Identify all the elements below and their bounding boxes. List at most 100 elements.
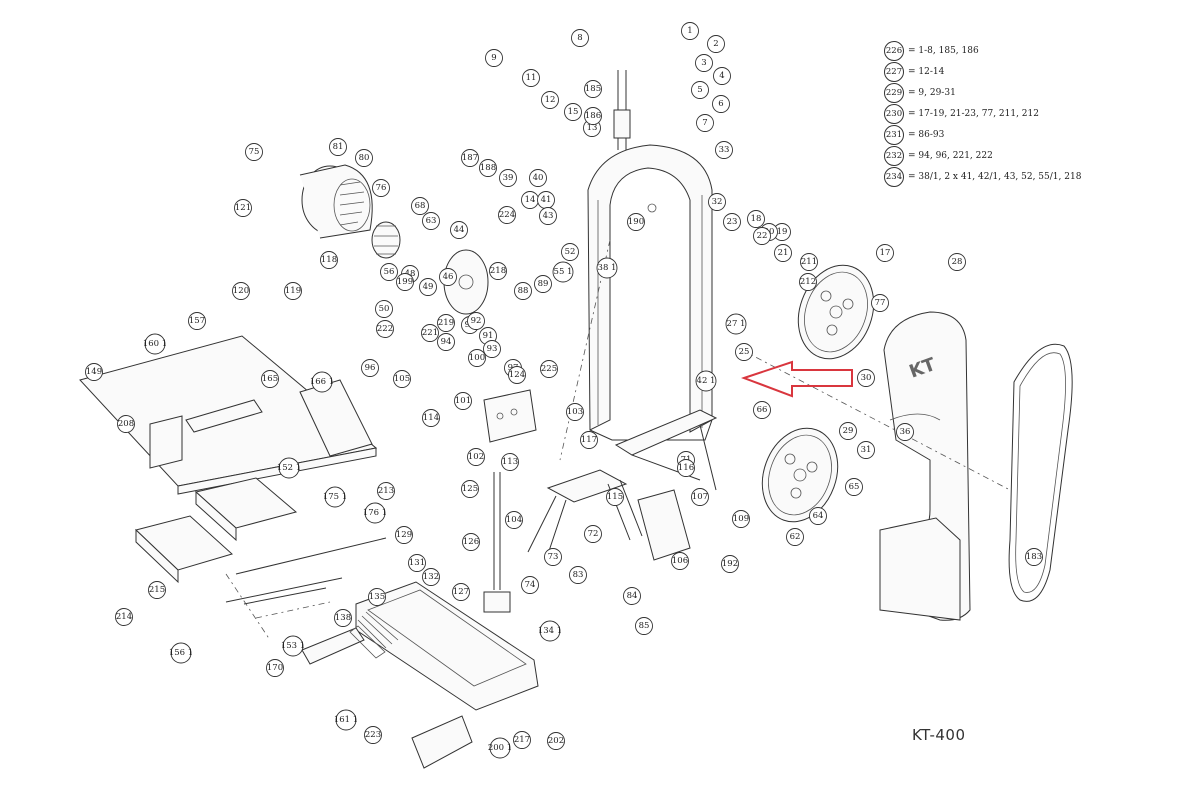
- legend-text: = 38/1, 2 x 41, 42/1, 43, 52, 55/1, 218: [908, 171, 1082, 182]
- part-number-bubble: 152 1: [277, 457, 301, 479]
- part-number-label: 100: [469, 353, 485, 363]
- part-number-label: 11: [526, 73, 537, 83]
- part-number-label: 213: [378, 486, 394, 496]
- part-number-bubble: 115: [606, 488, 624, 506]
- part-number-bubble: 192: [721, 555, 739, 573]
- part-number-bubble: 218: [489, 262, 507, 280]
- part-number-label: 183: [1026, 552, 1042, 562]
- part-number-bubble: 114: [422, 409, 440, 427]
- part-number-label: 119: [285, 286, 301, 296]
- saw-table: [614, 409, 718, 491]
- part-number-bubble: 100: [468, 349, 486, 367]
- part-number-bubble: 160 1: [143, 333, 167, 355]
- part-number-label: 219: [438, 318, 454, 328]
- part-number-bubble: 96: [361, 359, 379, 377]
- part-number-bubble: 64: [809, 507, 827, 525]
- part-number-label: 2: [713, 39, 718, 49]
- part-number-label: 134 1: [538, 626, 562, 636]
- part-number-bubble: 126: [462, 533, 480, 551]
- part-number-bubble: 9: [485, 49, 503, 67]
- part-number-bubble: 1: [681, 22, 699, 40]
- part-number-bubble: 102: [467, 448, 485, 466]
- part-number-label: 106: [672, 556, 688, 566]
- part-number-label: 50: [379, 304, 390, 314]
- part-number-bubble: 3: [695, 54, 713, 72]
- part-number-label: 221: [422, 328, 438, 338]
- part-number-label: 36: [900, 427, 911, 437]
- part-number-bubble: 125: [461, 480, 479, 498]
- legend-row: 232= 94, 96, 221, 222: [884, 145, 1124, 166]
- legend-row: 231= 86-93: [884, 124, 1124, 145]
- part-number-bubble: 4: [713, 67, 731, 85]
- part-number-bubble: 44: [450, 221, 468, 239]
- part-number-bubble: 41: [537, 191, 555, 209]
- part-number-label: 92: [471, 316, 482, 326]
- part-number-bubble: 224: [498, 206, 516, 224]
- part-number-label: 84: [627, 591, 638, 601]
- legend-number: 231: [884, 124, 904, 145]
- part-number-bubble: 223: [364, 726, 382, 744]
- part-number-bubble: 29: [839, 422, 857, 440]
- legend-row: 229= 9, 29-31: [884, 82, 1124, 103]
- part-number-label: 217: [514, 735, 530, 745]
- part-number-label: 101: [455, 396, 471, 406]
- part-number-bubble: 72: [584, 525, 602, 543]
- part-number-bubble: 149: [85, 363, 103, 381]
- part-number-bubble: 188: [479, 159, 497, 177]
- legend-text: = 94, 96, 221, 222: [908, 150, 993, 161]
- part-number-bubble: 212: [799, 273, 817, 291]
- part-number-bubble: 170: [266, 659, 284, 677]
- part-number-label: 160 1: [143, 339, 167, 349]
- legend-text: = 17-19, 21-23, 77, 211, 212: [908, 108, 1039, 119]
- part-number-label: 4: [719, 71, 724, 81]
- part-number-bubble: 38 1: [596, 257, 618, 279]
- part-number-bubble: 89: [534, 275, 552, 293]
- part-number-label: 25: [739, 347, 750, 357]
- part-number-label: 48: [405, 269, 416, 279]
- part-number-bubble: 14: [521, 191, 539, 209]
- part-number-label: 126: [463, 537, 479, 547]
- part-number-bubble: 221: [421, 324, 439, 342]
- part-number-label: 43: [543, 211, 554, 221]
- part-number-label: 120: [233, 286, 249, 296]
- part-number-bubble: 121: [234, 199, 252, 217]
- part-number-bubble: 85: [635, 617, 653, 635]
- part-number-bubble: 27 1: [725, 313, 747, 335]
- part-number-label: 185: [585, 84, 601, 94]
- legend-number: 230: [884, 103, 904, 124]
- part-number-bubble: 65: [845, 478, 863, 496]
- part-number-bubble: 68: [411, 197, 429, 215]
- part-number-bubble: 73: [544, 548, 562, 566]
- part-number-label: 44: [454, 225, 465, 235]
- part-number-label: 152 1: [277, 463, 301, 473]
- part-number-label: 52: [565, 247, 576, 257]
- part-number-label: 224: [499, 210, 515, 220]
- center-line: [741, 349, 1011, 491]
- part-number-label: 215: [149, 585, 165, 595]
- part-number-label: 83: [573, 570, 584, 580]
- part-number-label: 38 1: [598, 263, 617, 273]
- part-number-label: 1: [687, 26, 692, 36]
- part-number-bubble: 116: [677, 459, 695, 477]
- part-number-label: 76: [376, 183, 387, 193]
- part-number-bubble: 52: [561, 243, 579, 261]
- motor: [299, 164, 373, 239]
- part-number-label: 6: [718, 99, 723, 109]
- part-number-bubble: 11: [522, 69, 540, 87]
- part-number-label: 127: [453, 587, 469, 597]
- part-number-label: 22: [757, 231, 768, 241]
- part-number-label: 40: [533, 173, 544, 183]
- part-number-label: 81: [333, 142, 344, 152]
- part-number-bubble: 18: [747, 210, 765, 228]
- part-number-label: 117: [581, 435, 597, 445]
- part-number-bubble: 127: [452, 583, 470, 601]
- part-number-bubble: 211: [800, 253, 818, 271]
- part-number-bubble: 81: [329, 138, 347, 156]
- lower-door: [879, 517, 961, 621]
- stand-legs: [527, 469, 643, 561]
- part-number-bubble: 8: [571, 29, 589, 47]
- part-number-label: 125: [462, 484, 478, 494]
- part-number-label: 65: [849, 482, 860, 492]
- part-number-bubble: 215: [148, 581, 166, 599]
- part-number-bubble: 199: [396, 273, 414, 291]
